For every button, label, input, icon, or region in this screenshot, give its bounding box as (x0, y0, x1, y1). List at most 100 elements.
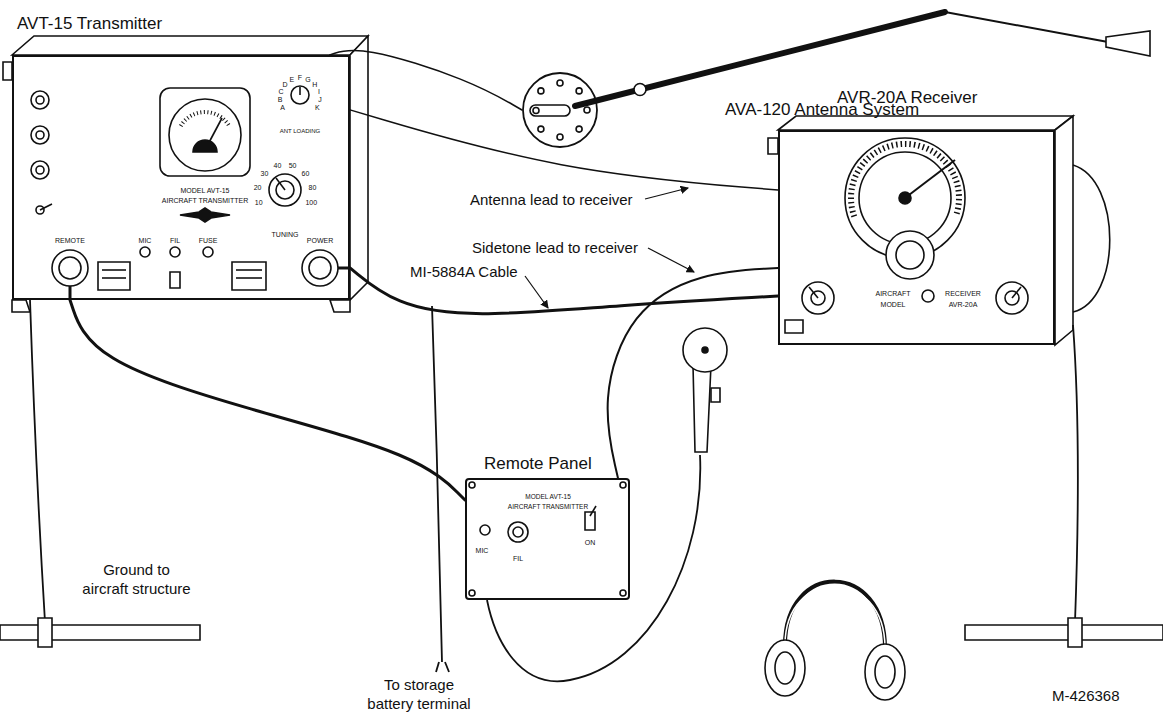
transmitter-drawing (3, 36, 368, 312)
panel-marking: MIC (476, 547, 489, 554)
panel-marking: FUSE (199, 237, 218, 244)
panel-marking: AIRCRAFT TRANSMITTER (162, 197, 248, 204)
panel-marking-holder: AIRCRAFT (876, 283, 911, 299)
receiver-top-face (778, 116, 1073, 130)
mounting-hole (538, 88, 544, 94)
dial-number-holder: 100 (305, 192, 317, 208)
meter-pivot (193, 140, 217, 152)
dial-number-holder: 10 (255, 192, 263, 208)
dial-hub (899, 192, 911, 204)
name-plate (232, 262, 266, 290)
heading-holder: AVT-15 Transmitter (17, 14, 162, 34)
dial-letter: K (315, 104, 320, 111)
bonding-loop (1073, 165, 1110, 312)
plate-line (102, 269, 126, 271)
panel-marking: TUNING (272, 231, 299, 238)
mounting-clip (768, 138, 778, 154)
filament-lamp (513, 527, 523, 537)
dial-scale (851, 144, 959, 217)
panel-marking-holder: FIL (513, 548, 523, 564)
aircraft-structure (0, 625, 200, 640)
mast-collar (634, 84, 646, 96)
panel-marking-holder: REMOTE (55, 230, 85, 246)
cable-label: MI-5884A Cable (408, 263, 520, 280)
dial-letter: I (318, 88, 320, 95)
cable-label-holder: Sidetone lead to receiver (470, 238, 640, 257)
mounting-clip (3, 62, 12, 80)
panel-marking: FIL (170, 237, 180, 244)
toggle-switch (170, 272, 180, 288)
panel-marking: REMOTE (55, 237, 85, 244)
meter-face (169, 99, 241, 171)
dial-letter: D (283, 81, 288, 88)
dial-letter: C (278, 88, 283, 95)
panel-marking-holder: TUNING (272, 224, 299, 240)
antenna-lead (350, 110, 778, 190)
panel-screw (469, 482, 475, 488)
dial-letter: J (318, 96, 322, 103)
jack-symbol (31, 161, 49, 179)
filament-lamp (508, 522, 528, 542)
panel-marking-holder: AIRCRAFT TRANSMITTER (508, 496, 588, 512)
mounting-foot (330, 300, 350, 312)
ear-cup (765, 640, 805, 696)
callout-text-holder: Ground to aircraft structure (80, 560, 193, 598)
control-knob (802, 282, 834, 314)
receiver-drawing (768, 116, 1110, 345)
panel-marking-holder: AIRCRAFT TRANSMITTER (162, 190, 248, 206)
panel-marking-holder: POWER (307, 230, 333, 246)
dial-face (859, 152, 951, 244)
antenna-base: AVA-120 Antenna System (522, 72, 598, 148)
mounting-hole (576, 126, 582, 132)
leader-line (525, 276, 548, 308)
cable-label-holder: MI-5884A Cable (408, 262, 520, 281)
dial-letter: F (298, 74, 302, 81)
dial-number: 40 (273, 162, 281, 169)
lever-pin (533, 108, 539, 114)
jack-symbol (36, 166, 44, 174)
dial-number: 10 (255, 199, 263, 206)
dial-letter-holder: H (312, 74, 317, 90)
cable-label: Antenna lead to receiver (468, 191, 635, 208)
dial-number: 30 (261, 170, 269, 177)
panel-screw (620, 482, 626, 488)
antenna-drawing (530, 12, 1150, 140)
dial-letter: A (280, 104, 285, 111)
jack-symbol (36, 96, 44, 104)
dial-letter-holder: B (278, 89, 283, 105)
dial-number-holder: 30 (261, 163, 269, 179)
dial-letter-holder: I (318, 81, 320, 97)
headband-inner (785, 586, 885, 648)
mounting-foot (12, 300, 30, 312)
panel-marking-holder: ON (585, 532, 596, 548)
panel-marking: MODEL AVT-15 (180, 187, 229, 194)
microphone-head (683, 328, 727, 372)
panel-marking: RECEIVER (945, 290, 981, 297)
aircraft-structure (965, 625, 1163, 640)
transmitter-unit: AVT-15 Transmitter (12, 55, 350, 300)
panel-marking-holder: AVR-20A (949, 294, 978, 310)
phone-jack (922, 290, 934, 302)
switch-lever (40, 204, 52, 210)
knob-pointer (1012, 287, 1021, 298)
panel-marking: AIRCRAFT TRANSMITTER (508, 503, 588, 510)
unit-heading: AVA-120 Antenna System (725, 100, 919, 119)
dial-letter-holder: C (278, 81, 283, 97)
mounting-hole (557, 134, 563, 140)
unit-heading: AVR-20A Receiver (837, 88, 977, 107)
unit-heading: AVT-15 Transmitter (17, 14, 162, 33)
dial-number: 50 (289, 162, 297, 169)
antenna-rod (945, 12, 1108, 42)
name-plate (98, 262, 130, 290)
panel-marking: MODEL (881, 301, 906, 308)
ear-cup (865, 644, 905, 700)
knob-pointer (809, 287, 818, 298)
antenna-lead (330, 50, 522, 110)
drawing-number: M-426368 (1052, 687, 1120, 704)
dial-letter: E (290, 76, 295, 83)
